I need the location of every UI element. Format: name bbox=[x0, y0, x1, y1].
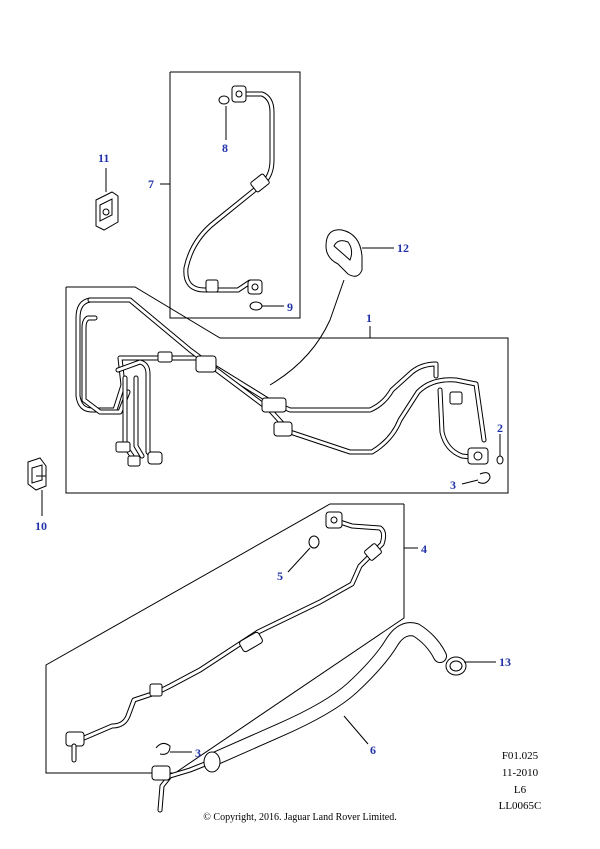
callout-item-8: 8 bbox=[222, 141, 228, 155]
pipe-item-7 bbox=[183, 85, 275, 295]
leader-item-6 bbox=[343, 715, 369, 745]
reference-figure: F01.025 bbox=[501, 750, 539, 762]
hose-item-6 bbox=[151, 622, 447, 813]
clip-item-13 bbox=[445, 656, 496, 676]
copyright-notice: © Copyright, 2016. Jaguar Land Rover Lim… bbox=[203, 812, 397, 823]
callout-item-12: 12 bbox=[397, 241, 409, 255]
callout-item-6: 6 bbox=[370, 743, 376, 757]
callout-item-2: 2 bbox=[497, 421, 503, 435]
callout-item-7: 7 bbox=[148, 177, 154, 191]
clip-item-3-lower bbox=[155, 742, 192, 755]
reference-code: LL0065C bbox=[498, 800, 542, 812]
callout-item-3-lower: 3 bbox=[195, 746, 201, 760]
reference-variant: L6 bbox=[513, 784, 527, 796]
callout-item-10: 10 bbox=[35, 519, 47, 533]
o-ring-item-5 bbox=[287, 535, 320, 573]
callout-item-1: 1 bbox=[366, 311, 372, 325]
callout-item-3-upper: 3 bbox=[450, 478, 456, 492]
frame-item-1 bbox=[65, 286, 509, 494]
callout-item-9: 9 bbox=[287, 300, 293, 314]
clip-item-3-upper bbox=[461, 472, 491, 485]
clip-item-11 bbox=[95, 191, 119, 231]
callout-item-4: 4 bbox=[421, 542, 427, 556]
frame-item-4 bbox=[45, 503, 405, 774]
pipe-item-4 bbox=[65, 511, 387, 763]
o-ring-item-2 bbox=[496, 434, 504, 465]
reference-date: 11-2010 bbox=[501, 767, 539, 779]
o-ring-item-8 bbox=[218, 95, 230, 140]
bracket-item-12 bbox=[269, 229, 363, 386]
clip-item-10 bbox=[27, 457, 47, 491]
callout-item-13: 13 bbox=[499, 655, 511, 669]
frame-item-7 bbox=[169, 71, 301, 319]
o-ring-item-9 bbox=[249, 301, 284, 311]
callout-item-11: 11 bbox=[98, 151, 109, 165]
callout-item-5: 5 bbox=[277, 569, 283, 583]
pipe-item-1 bbox=[75, 297, 489, 467]
